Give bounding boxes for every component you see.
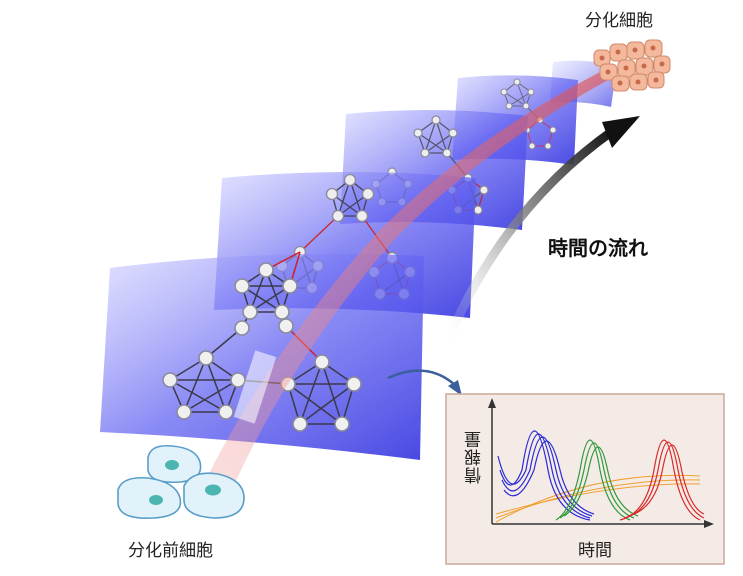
curved-pointer-arrow-icon	[387, 369, 462, 396]
network-nodes-1	[162, 262, 362, 432]
differentiated-cell-cluster-icon	[593, 39, 671, 92]
inset-x-axis-label: 時間	[578, 541, 612, 561]
time-flow-label: 時間の流れ	[548, 236, 648, 260]
series-red	[619, 439, 705, 521]
differentiated-cells-label: 分化細胞	[585, 11, 653, 31]
information-inset-chart	[445, 393, 725, 565]
differentiation-trajectory	[196, 72, 608, 508]
series-blue	[497, 430, 595, 521]
progenitor-cell-icon	[117, 444, 245, 520]
series-green	[555, 439, 639, 521]
time-arrow-icon	[439, 116, 640, 355]
progenitor-cells-label: 分化前細胞	[128, 541, 213, 561]
inset-y-axis-label: 情報量	[465, 430, 485, 484]
